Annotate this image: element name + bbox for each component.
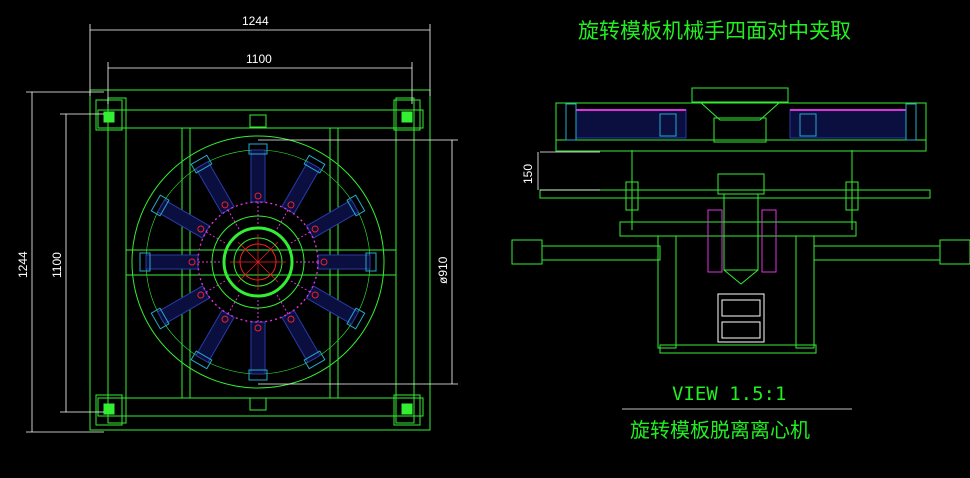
arm-tip [365,252,377,272]
gripper-arm [290,194,366,244]
dim-outer-width: 1244 [242,14,269,28]
arm-pin [221,201,229,209]
gripper-arm [248,143,268,224]
center-rotor [197,201,319,323]
arm-pin [311,225,319,233]
arm-tip [303,154,326,174]
arm-tip [190,350,213,370]
arm-body [145,254,199,270]
arm-tip [303,350,326,370]
arm-pin [320,258,328,266]
gripper-arm [150,194,226,244]
arm-pin [188,258,196,266]
arm-body [317,254,371,270]
gripper-arm [276,294,326,370]
corner-bracket-tl [95,99,123,131]
top-title: 旋转模板机械手四面对中夹取 [578,19,851,43]
radial-gripper-arms [139,143,377,381]
arm-tip [248,143,268,155]
gripper-arm [190,294,240,370]
gripper-arm [276,154,326,230]
arm-pin [287,201,295,209]
gripper-arm [248,300,268,381]
arm-pin [254,324,262,332]
gripper-arm [139,252,220,272]
arm-pin [197,291,205,299]
corner-bracket-bl [95,394,123,426]
arm-tip [346,307,366,330]
arm-pin [197,225,205,233]
dim-outer-height: 1244 [16,251,30,278]
view-label: VIEW 1.5:1 [672,383,786,405]
top-view [89,89,431,431]
corner-bracket-tr [393,99,421,131]
arm-tip [150,307,170,330]
arm-pin [287,315,295,323]
dim-diameter: ø910 [436,256,450,284]
arm-tip [150,194,170,217]
arm-tip [346,194,366,217]
bottom-title: 旋转模板脱离离心机 [630,418,810,442]
dim-inner-height: 1100 [50,252,64,278]
arm-pin [311,291,319,299]
arm-body [250,321,266,375]
arm-body [250,149,266,203]
arm-tip [248,369,268,381]
arm-tip [139,252,151,272]
left-dimensions [26,24,458,433]
arm-tip [190,154,213,174]
gripper-arm [190,154,240,230]
arm-pin [254,192,262,200]
arm-pin [221,315,229,323]
corner-bracket-br [393,394,421,426]
side-view [511,87,970,410]
dim-offset: 150 [521,164,535,184]
dim-inner-width: 1100 [246,52,272,66]
gripper-arm [296,252,377,272]
